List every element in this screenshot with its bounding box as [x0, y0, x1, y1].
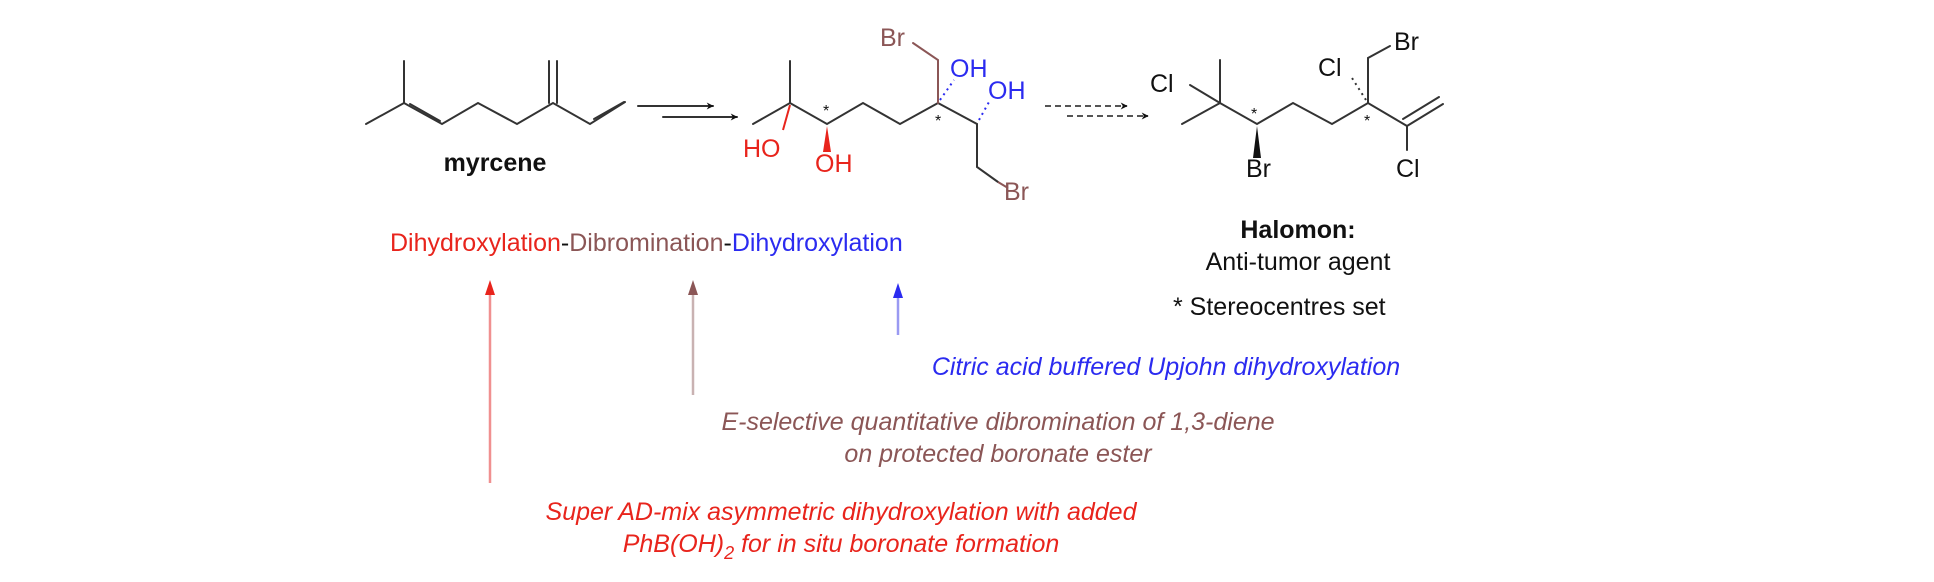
- proposed-arrow: [1045, 102, 1149, 120]
- br-label: Br: [1394, 28, 1419, 56]
- stereocentre-star: *: [1251, 106, 1257, 123]
- cl-label: Cl: [1150, 70, 1174, 98]
- dibromination-note-line1: E-selective quantitative dibromination o…: [721, 408, 1274, 436]
- stereocentre-star: *: [935, 113, 941, 130]
- sequence-label: Dihydroxylation-Dibromination-Dihydroxyl…: [390, 229, 903, 257]
- step-dihydroxylation-1: Dihydroxylation: [390, 229, 561, 257]
- oh-label: OH: [815, 150, 853, 178]
- myrcene-label: myrcene: [444, 149, 547, 177]
- oh-label: OH: [988, 77, 1026, 105]
- upjohn-note: Citric acid buffered Upjohn dihydroxylat…: [932, 353, 1400, 381]
- br-label: Br: [880, 24, 905, 52]
- myrcene-structure: myrcene: [365, 60, 626, 177]
- halomon-title: Halomon:: [1240, 216, 1355, 244]
- br-label: Br: [1004, 178, 1029, 206]
- formula-subscript: 2: [723, 543, 734, 563]
- halomon-subtitle: Anti-tumor agent: [1206, 248, 1391, 276]
- halomon-structure: Cl Br Cl Br Cl * * Halomon: Anti-tumor a…: [1150, 28, 1444, 321]
- red-arrowhead-icon: [485, 280, 495, 295]
- note-text: for in situ boronate formation: [734, 530, 1059, 558]
- intermediate-structure: HO OH Br OH OH Br * *: [743, 24, 1029, 206]
- oh-label: OH: [950, 55, 988, 83]
- separator: -: [724, 229, 732, 257]
- dibromination-note-line2: on protected boronate ester: [844, 440, 1153, 468]
- pointer-arrows: [485, 280, 903, 483]
- blue-arrowhead-icon: [893, 283, 903, 298]
- br-label: Br: [1246, 155, 1271, 183]
- stereocentre-star: *: [1364, 113, 1370, 130]
- cl-label: Cl: [1318, 54, 1342, 82]
- separator: -: [561, 229, 569, 257]
- brown-arrowhead-icon: [688, 280, 698, 295]
- stereocentre-star: *: [823, 103, 829, 120]
- ho-label: HO: [743, 135, 781, 163]
- ad-mix-note-line2: PhB(OH)2 for in situ boronate formation: [623, 530, 1060, 563]
- step-dihydroxylation-2: Dihydroxylation: [732, 229, 903, 257]
- reagent-formula: PhB(OH): [623, 530, 724, 558]
- ad-mix-note-line1: Super AD-mix asymmetric dihydroxylation …: [546, 498, 1138, 526]
- cl-label: Cl: [1396, 155, 1420, 183]
- stereocentre-footnote: * Stereocentres set: [1173, 293, 1386, 321]
- multistep-arrow: [637, 102, 738, 121]
- step-dibromination: Dibromination: [569, 229, 723, 257]
